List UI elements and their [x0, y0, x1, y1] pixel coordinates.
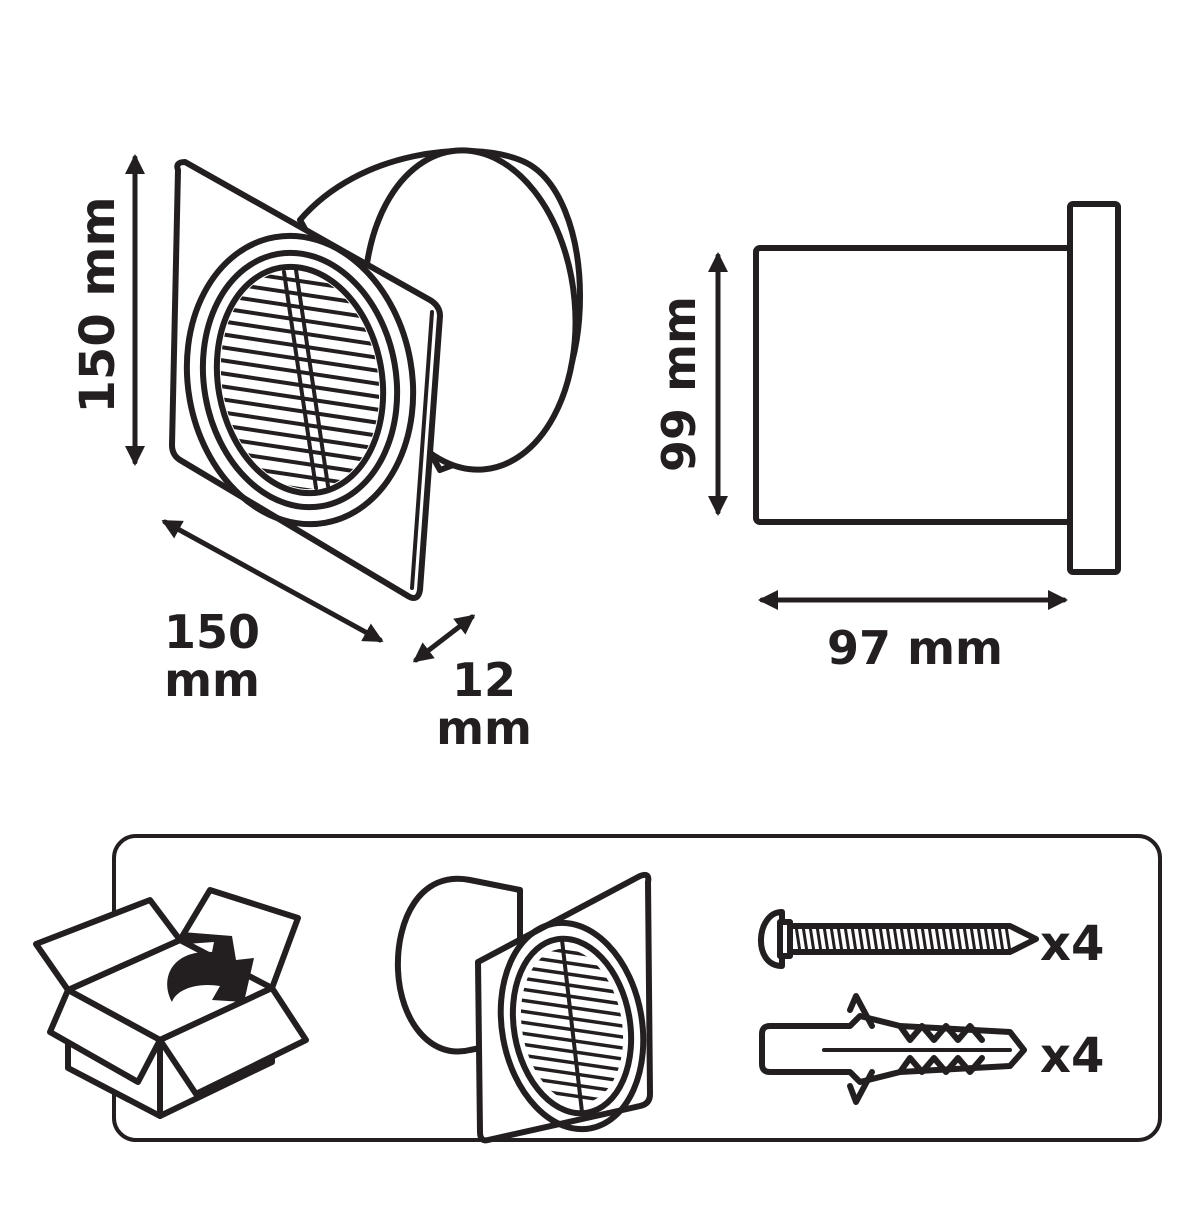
screw-thread-line: [822, 925, 830, 953]
front-perspective-view: 150 mm 150 mm 12 mm: [70, 147, 583, 755]
package-contents-panel: x4 x4: [33, 834, 1162, 1162]
screw-thread-line: [864, 925, 872, 953]
screw-thread-line: [815, 925, 823, 953]
screw-thread-line: [794, 925, 802, 953]
front-depth-label-line2: mm: [436, 701, 532, 755]
screw-thread-line: [899, 925, 907, 953]
screw-thread-line: [983, 925, 991, 953]
grille-slat: [204, 316, 396, 350]
unbox-icon: [33, 887, 309, 1119]
screw-thread-line: [801, 925, 809, 953]
grille-slat: [204, 420, 396, 454]
grille-slat: [204, 329, 396, 363]
screw-thread-line: [829, 925, 837, 953]
screw-thread-line: [941, 925, 949, 953]
side-height-label: 99 mm: [652, 296, 706, 472]
screw-thread-line: [1004, 925, 1012, 953]
grille-slat: [204, 381, 396, 415]
side-length-label: 97 mm: [827, 621, 1003, 675]
screw-thread-line: [878, 925, 886, 953]
grille-slat: [204, 407, 396, 441]
screw-thread-line: [990, 925, 998, 953]
screw-icon: [758, 909, 1039, 969]
extractor-fan-icon: [394, 871, 653, 1162]
grille-slat: [204, 342, 396, 376]
screw-thread-line: [920, 925, 928, 953]
screw-thread-line: [836, 925, 844, 953]
screw-thread-line: [850, 925, 858, 953]
screw-thread-line: [927, 925, 935, 953]
front-depth-label-line1: 12: [452, 653, 516, 707]
screw-thread-line: [976, 925, 984, 953]
screw-thread-line: [948, 925, 956, 953]
wall-plug-icon: [759, 993, 1027, 1105]
screw-thread-line: [871, 925, 879, 953]
screw-thread-line: [885, 925, 893, 953]
depth-dimension-arrow: [412, 614, 476, 663]
screw-thread-line: [906, 925, 914, 953]
screw-thread-line: [962, 925, 970, 953]
screw-quantity: x4: [1040, 916, 1104, 972]
screw-thread-line: [843, 925, 851, 953]
screw-thread-line: [955, 925, 963, 953]
width-dimension-arrow: [161, 519, 384, 643]
plug-quantity: x4: [1040, 1028, 1104, 1084]
front-width-label-line2: mm: [164, 653, 260, 707]
side-duct-body: [753, 245, 1077, 525]
side-cover-plate: [1067, 201, 1121, 575]
front-height-label: 150 mm: [70, 197, 126, 414]
screw-thread-line: [808, 925, 816, 953]
screw-thread-line: [892, 925, 900, 953]
grille-slat: [500, 1140, 650, 1162]
screw-thread-line: [969, 925, 977, 953]
screw-thread-line: [913, 925, 921, 953]
screw-thread-line: [857, 925, 865, 953]
screw-thread-line: [934, 925, 942, 953]
grille-slat: [204, 394, 396, 428]
side-view: 99 mm 97 mm: [652, 201, 1121, 675]
front-width-label-line1: 150: [164, 605, 260, 659]
screw-thread-line: [997, 925, 1005, 953]
